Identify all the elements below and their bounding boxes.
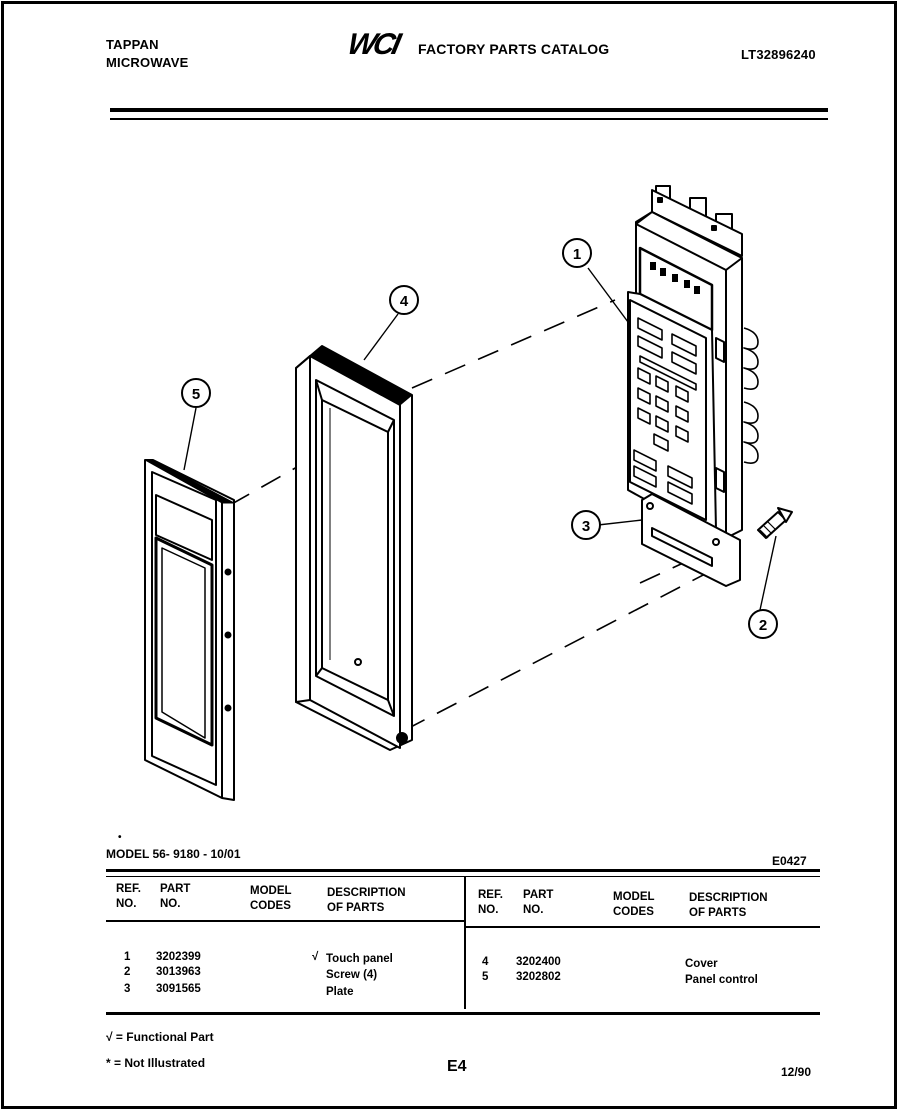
diagram-code: E0427 <box>772 854 807 868</box>
header-rule-thick <box>110 108 828 112</box>
page-code: E4 <box>447 1058 467 1075</box>
catalog-date: 12/90 <box>781 1065 812 1079</box>
leader-lines <box>183 267 777 611</box>
left-row-3-part: 3091565 <box>156 983 201 995</box>
callout-circle-4 <box>389 285 419 315</box>
left-row-1-part: 3202399 <box>156 951 201 963</box>
brand-line-1: TAPPAN <box>106 37 159 52</box>
screw-part <box>757 507 793 539</box>
table-right-header-rule <box>466 926 820 928</box>
left-row-3-desc: Plate <box>326 986 354 998</box>
header-rule-thin <box>110 118 828 120</box>
callout-circle-1 <box>562 238 592 268</box>
display-digits <box>650 262 700 294</box>
left-row-2-desc: Screw (4) <box>326 969 378 981</box>
table-center-divider <box>464 876 466 1009</box>
left-header-part: PART NO. <box>160 883 191 910</box>
table-top-rule-thin <box>106 876 820 877</box>
left-row-2-ref: 2 <box>124 966 131 978</box>
catalog-title: FACTORY PARTS CATALOG <box>418 41 610 57</box>
right-header-desc: DESCRIPTION OF PARTS <box>689 892 768 919</box>
callout-label-5: 5 <box>192 386 200 403</box>
left-header-model: MODEL CODES <box>250 885 292 912</box>
left-row-3-ref: 3 <box>124 983 131 995</box>
left-row-1-ref: 1 <box>124 951 131 963</box>
callout-label-4: 4 <box>400 293 409 310</box>
callout-label-1: 1 <box>573 246 581 263</box>
cover-frame-part <box>295 345 413 751</box>
left-row-1-functional-mark: √ <box>312 951 319 963</box>
right-row-1-ref: 4 <box>482 956 489 968</box>
right-row-1-desc: Cover <box>685 958 718 970</box>
right-row-1-part: 3202400 <box>516 956 561 968</box>
table-top-rule <box>106 869 820 872</box>
right-row-2-desc: Panel control <box>685 974 758 986</box>
table-bottom-rule <box>106 1012 820 1015</box>
callout-label-3: 3 <box>582 518 590 535</box>
panel-control-part <box>144 459 235 801</box>
brand-line-2: MICROWAVE <box>106 55 189 70</box>
left-header-desc: DESCRIPTION OF PARTS <box>327 887 406 914</box>
callout-circle-2 <box>748 609 778 639</box>
catalog-number: LT32896240 <box>741 47 816 62</box>
callout-circle-3 <box>571 510 601 540</box>
right-row-2-ref: 5 <box>482 971 489 983</box>
callout-label-2: 2 <box>759 617 767 634</box>
right-header-part: PART NO. <box>523 889 554 916</box>
table-left-header-rule <box>106 920 464 922</box>
not-illustrated-note: * = Not Illustrated <box>106 1056 206 1070</box>
keypad-buttons <box>633 317 697 505</box>
model-bullet: • <box>118 832 122 843</box>
right-row-2-part: 3202802 <box>516 971 561 983</box>
plate-part <box>641 493 741 587</box>
model-number: MODEL 56- 9180 - 10/01 <box>106 847 241 861</box>
touch-panel-part <box>627 185 759 539</box>
left-row-1-desc: Touch panel <box>326 953 393 965</box>
functional-part-note: √ = Functional Part <box>106 1030 214 1044</box>
right-header-ref: REF. NO. <box>478 889 503 916</box>
callout-circle-5 <box>181 378 211 408</box>
coiled-wiring <box>743 327 759 464</box>
page-border <box>1 1 897 1109</box>
left-header-ref: REF. NO. <box>116 883 141 910</box>
right-header-model: MODEL CODES <box>613 891 655 918</box>
left-row-2-part: 3013963 <box>156 966 201 978</box>
